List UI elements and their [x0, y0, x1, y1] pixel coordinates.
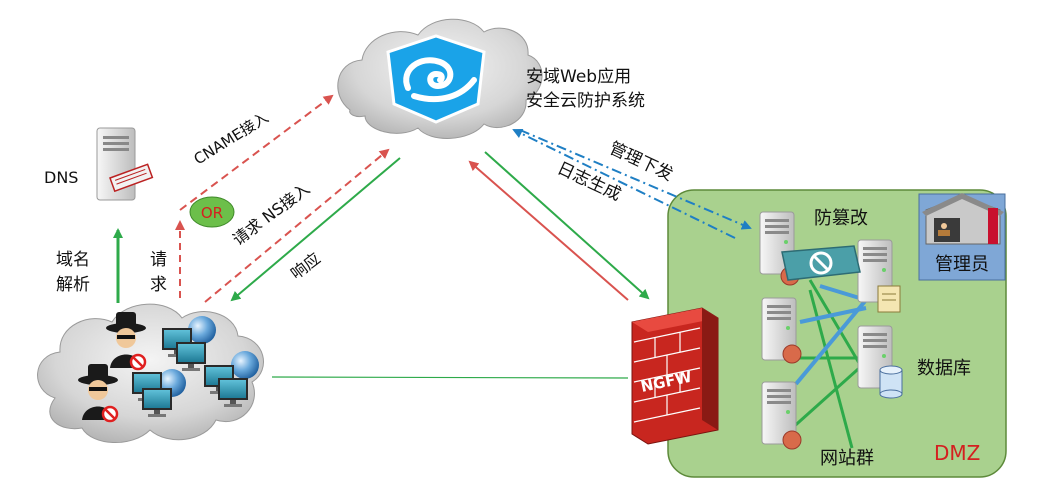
admin-label: 管理员: [935, 254, 989, 275]
database-label: 数据库: [917, 358, 971, 379]
house-icon: [922, 193, 1004, 245]
shield-logo-icon: [386, 34, 486, 124]
domain-resolve-label-line1: 域名: [56, 250, 90, 270]
forbidden-icon: [101, 405, 119, 423]
firewall-icon: NGFW: [631, 307, 719, 445]
server-icon: [109, 163, 154, 193]
return-to-ngfw-arrow: [484, 151, 650, 300]
cloud-system-label-line1: 安域Web应用: [526, 67, 631, 87]
hacker-icon: [106, 312, 147, 371]
monitor-icon: [218, 378, 248, 407]
ns-label: 请求 NS接入: [229, 179, 313, 249]
ns-arrow: [204, 148, 390, 303]
document-icon: [877, 285, 901, 313]
request-label-line1: 请: [150, 250, 167, 270]
anti-tamper-label: 防篡改: [814, 207, 868, 229]
response-label: 响应: [287, 249, 324, 283]
website-group-label: 网站群: [820, 448, 874, 469]
forward-to-cloud-arrow: [468, 160, 629, 301]
server-badge: [782, 344, 802, 364]
database-icon: [879, 365, 903, 399]
server-badge: [782, 430, 802, 450]
hacker-icon: [78, 364, 119, 423]
client-to-ngfw-line: [271, 376, 629, 379]
log-generate-label: 日志生成: [554, 158, 624, 205]
forbidden-icon: [809, 251, 833, 275]
monitor-icon: [142, 388, 172, 417]
dns-label: DNS: [44, 168, 78, 187]
or-badge: OR: [189, 196, 235, 228]
svg-text:OR: OR: [201, 204, 223, 222]
globe-icon: [188, 316, 216, 344]
globe-icon: [231, 351, 259, 379]
response-arrow: [230, 157, 401, 302]
forbidden-icon: [129, 353, 147, 371]
cloud-system-label-line2: 安全云防护系统: [526, 91, 645, 111]
manage-issue-arrow: [519, 129, 752, 230]
domain-resolve-label-line2: 解析: [56, 275, 90, 295]
log-generate-arrow: [512, 129, 736, 239]
dmz-label: DMZ: [934, 441, 980, 465]
request-label-line2: 求: [150, 275, 167, 295]
cname-arrow: [179, 94, 334, 211]
cname-label: CNAME接入: [191, 108, 272, 168]
anti-tamper-panel: [781, 245, 861, 281]
admin-box[interactable]: 管理员: [918, 193, 1006, 281]
monitor-icon: [176, 342, 206, 371]
manage-issue-label: 管理下发: [606, 138, 676, 185]
dns-server: [96, 127, 154, 201]
